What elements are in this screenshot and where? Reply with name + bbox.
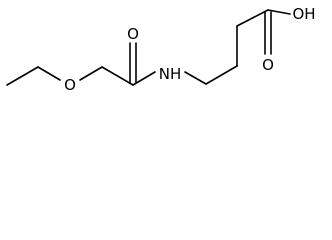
bond-ethyl-ch2-o — [37, 66, 61, 81]
ether-oxygen-label: O — [64, 76, 76, 94]
structural-formula: O O NH O OH — [6, 5, 316, 94]
bonds — [6, 9, 291, 86]
bond-acid-oh — [267, 9, 291, 15]
bond-ch2-carbonyl — [101, 66, 134, 86]
bond-carbonyl-n — [132, 71, 156, 86]
bond-o-ch2 — [79, 66, 103, 81]
amide-nitrogen-label: NH — [159, 65, 182, 83]
bond-chain-3 — [236, 9, 269, 27]
bond-chain-1 — [205, 65, 238, 85]
bond-n-ch2 — [184, 71, 207, 85]
carbonyl-oxygen-label: O — [127, 25, 139, 43]
bond-ethyl-ch3-ch2 — [6, 66, 39, 86]
acid-oxygen-label: O — [262, 56, 274, 74]
hydroxyl-label: OH — [292, 5, 315, 23]
